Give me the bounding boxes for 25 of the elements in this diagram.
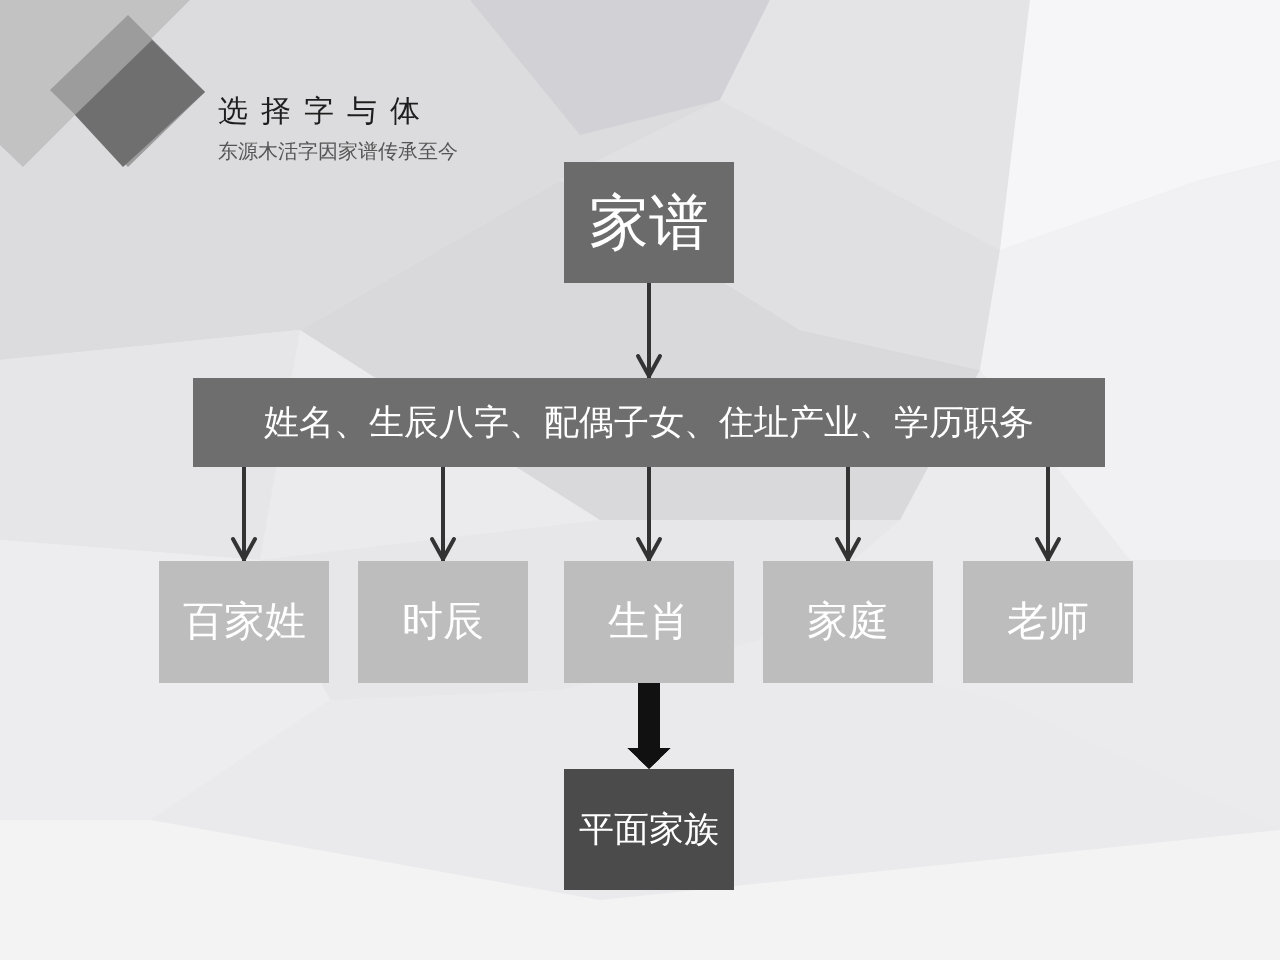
process-box: [358, 561, 528, 683]
arrow: [430, 467, 456, 561]
process-box: [564, 162, 734, 283]
block-arrow: [627, 683, 671, 769]
arrow: [636, 283, 662, 378]
box-label: 姓名、生辰八字、配偶子女、住址产业、学历职务: [264, 402, 1034, 443]
title: 选择字与体: [218, 94, 433, 129]
box-label: 家谱: [589, 188, 709, 257]
arrow: [1035, 467, 1061, 561]
box-label: 平面家族: [579, 809, 719, 850]
box-label: 老师: [1007, 598, 1089, 646]
arrow: [835, 467, 861, 561]
box-label: 百家姓: [182, 598, 306, 646]
process-box: [763, 561, 933, 683]
arrow: [231, 467, 257, 561]
box-label: 时辰: [402, 598, 484, 646]
process-box: [193, 378, 1105, 467]
process-box: [159, 561, 329, 683]
process-box: [564, 561, 734, 683]
subtitle: 东源木活字因家谱传承至今: [218, 140, 458, 163]
arrow: [636, 467, 662, 561]
box-label: 生肖: [608, 598, 690, 646]
process-box: [564, 769, 734, 890]
process-box: [963, 561, 1133, 683]
box-label: 家庭: [807, 598, 889, 646]
